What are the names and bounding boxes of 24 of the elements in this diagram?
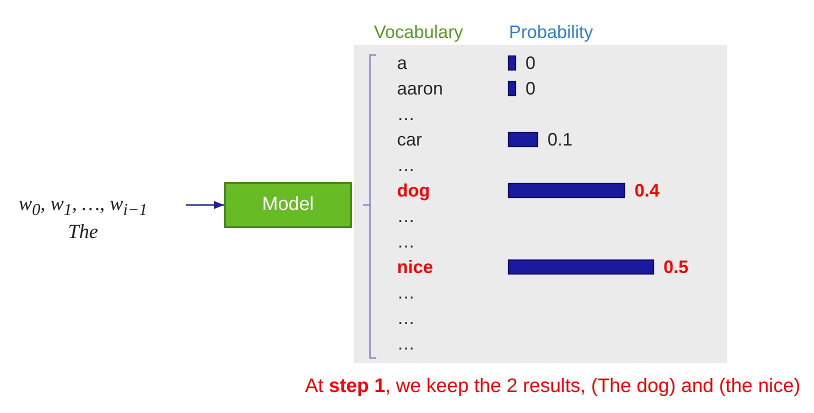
category-label: a — [397, 53, 408, 73]
category-label: … — [397, 155, 415, 175]
category-label: aaron — [397, 78, 444, 98]
math-formula: w$_{0}$, w$_{1}$, …, w$_{i−1}$ — [18, 193, 148, 221]
value-label: 0.5 — [664, 257, 689, 277]
category-label: … — [397, 232, 415, 252]
category-label: … — [397, 308, 415, 328]
column-header: Probability — [509, 22, 594, 42]
value-label: 0 — [526, 53, 536, 73]
value-label: 0 — [526, 78, 536, 98]
process-box: Model — [224, 182, 352, 228]
category-label: … — [397, 334, 415, 354]
category-label: … — [397, 282, 415, 302]
category-label: nice — [397, 257, 434, 277]
category-label: dog — [397, 180, 430, 200]
column-header: Vocabulary — [374, 22, 464, 42]
value-label: 0.4 — [634, 180, 660, 200]
category-label: … — [397, 104, 415, 124]
category-label: car — [397, 130, 422, 150]
value-label: 0.1 — [548, 130, 573, 150]
input-word: The — [68, 221, 98, 244]
caption-text: At step 1, we keep the 2 results, (The dog) and (the nice) — [305, 375, 800, 398]
category-label: … — [397, 206, 415, 226]
arrow — [186, 201, 224, 209]
